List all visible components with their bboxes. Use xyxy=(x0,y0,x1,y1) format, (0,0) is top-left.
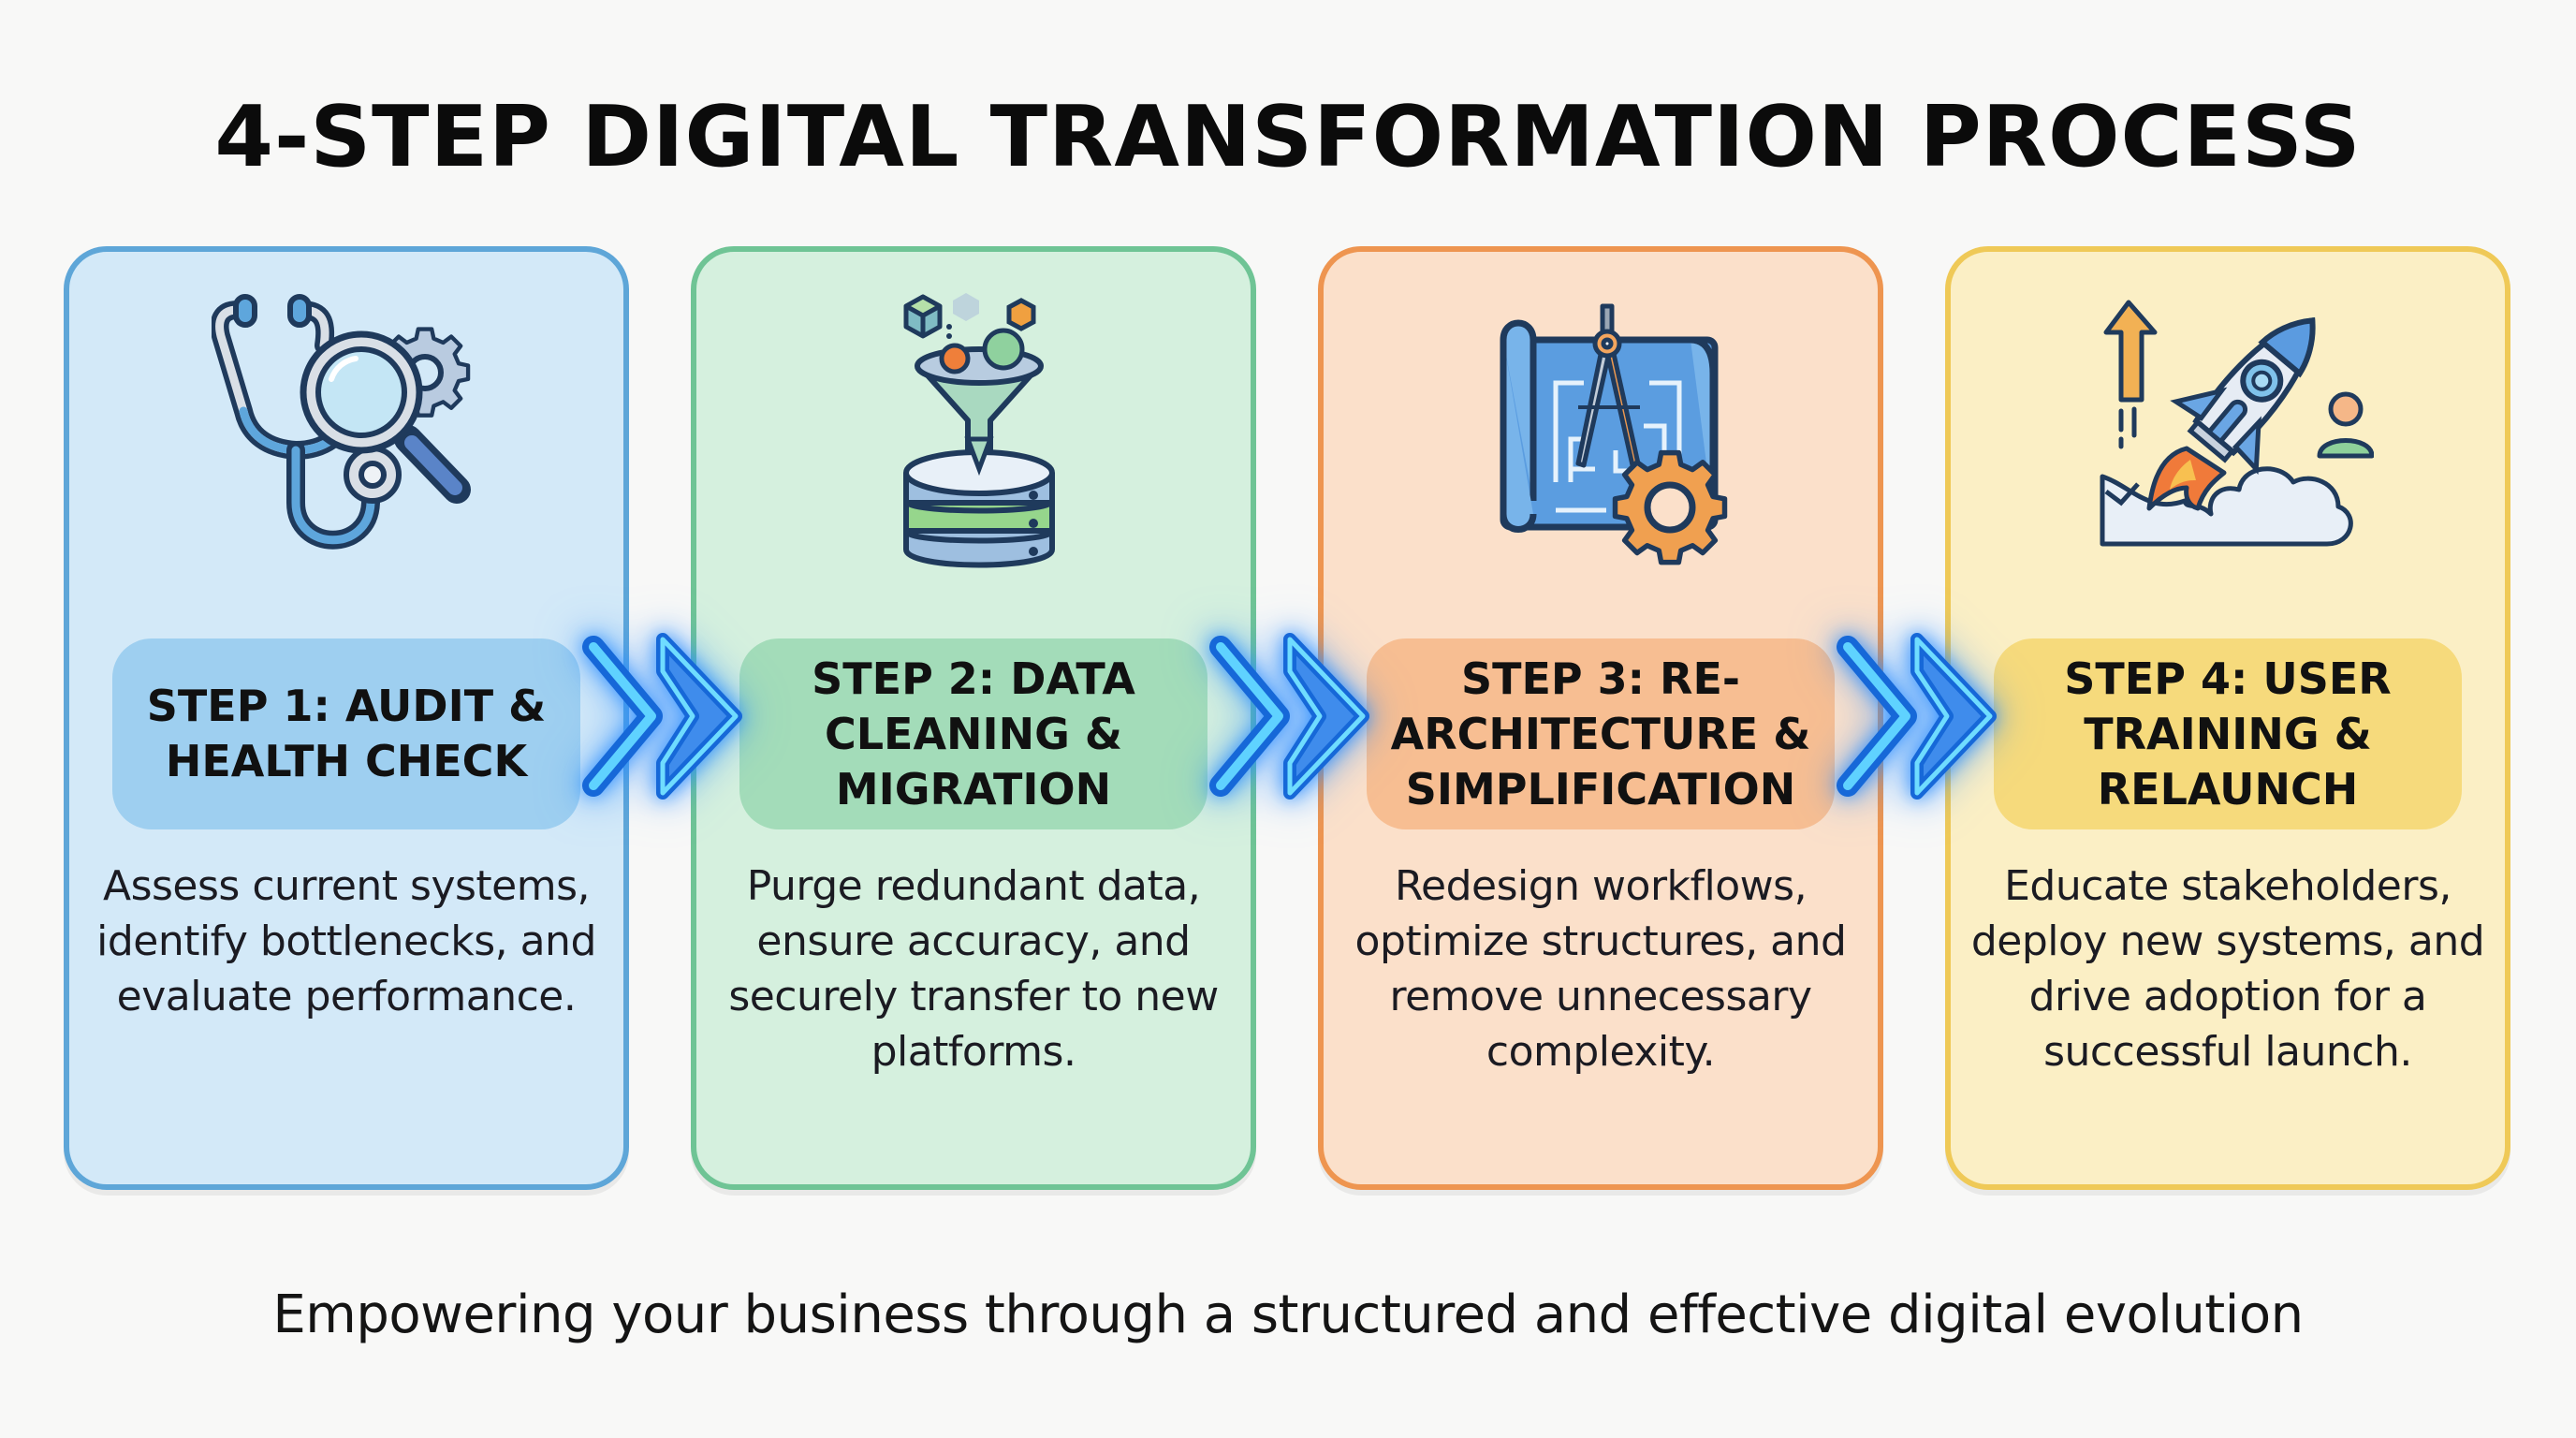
double-chevron-right-icon xyxy=(1209,633,1369,800)
step-3-header: STEP 3: RE-ARCHITECTURE & SIMPLIFICATION xyxy=(1367,638,1835,829)
step-1-title: STEP 1: AUDIT & HEALTH CHECK xyxy=(146,681,547,786)
step-card-2: STEP 2: DATA CLEANING & MIGRATION Purge … xyxy=(691,246,1256,1190)
step-card-3: STEP 3: RE-ARCHITECTURE & SIMPLIFICATION… xyxy=(1318,246,1883,1190)
step-4-header: STEP 4: USER TRAINING & RELAUNCH xyxy=(1994,638,2462,829)
step-2-description: Purge redundant data, ensure accuracy, a… xyxy=(728,862,1219,1076)
step-2-header: STEP 2: DATA CLEANING & MIGRATION xyxy=(739,638,1208,829)
step-3-title: STEP 3: RE-ARCHITECTURE & SIMPLIFICATION xyxy=(1390,653,1811,814)
step-4-title: STEP 4: USER TRAINING & RELAUNCH xyxy=(2064,653,2392,814)
step-3-description: Redesign workflows, optimize structures,… xyxy=(1354,862,1847,1076)
stethoscope-magnifier-gear-icon xyxy=(210,289,492,570)
step-1-header: STEP 1: AUDIT & HEALTH CHECK xyxy=(112,638,580,829)
page-title: 4-STEP DIGITAL TRANSFORMATION PROCESS xyxy=(214,88,2362,186)
step-2-title: STEP 2: DATA CLEANING & MIGRATION xyxy=(812,653,1135,814)
step-card-1: STEP 1: AUDIT & HEALTH CHECK Assess curr… xyxy=(64,246,629,1190)
double-chevron-right-icon xyxy=(582,633,742,800)
double-chevron-right-icon xyxy=(1837,633,1997,800)
blueprint-compass-gear-icon xyxy=(1466,289,1747,570)
step-1-description: Assess current systems, identify bottlen… xyxy=(96,862,596,1020)
rocket-launch-user-icon xyxy=(2093,289,2375,570)
funnel-database-icon xyxy=(839,289,1120,570)
tagline: Empowering your business through a struc… xyxy=(272,1284,2304,1345)
step-4-description: Educate stakeholders, deploy new systems… xyxy=(1970,862,2485,1076)
step-card-4: STEP 4: USER TRAINING & RELAUNCH Educate… xyxy=(1945,246,2510,1190)
